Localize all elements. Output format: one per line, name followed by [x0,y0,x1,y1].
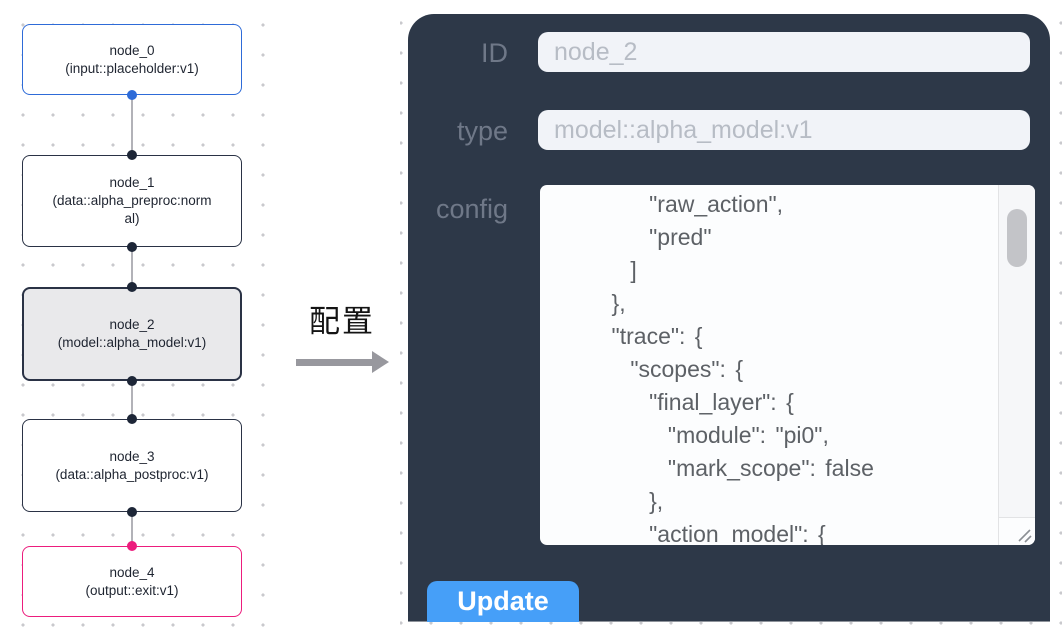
node-subtitle: (data::alpha_postproc:v1) [55,466,209,482]
node-3[interactable]: node_3 (data::alpha_postproc:v1) [22,419,242,512]
config-scrollbar-thumb[interactable] [1007,209,1027,267]
node-2-source-handle[interactable] [127,376,137,386]
config-json-text[interactable]: "raw_action", "pred" ] }, "trace": { "sc… [611,191,874,545]
config-textarea[interactable]: "raw_action", "pred" ] }, "trace": { "sc… [540,185,1035,545]
flow-canvas[interactable]: node_0 (input::placeholder:v1) node_1 (d… [0,0,268,643]
node-1[interactable]: node_1 (data::alpha_preproc:normal) [22,155,242,247]
panel-canvas: ID type config "raw_action", "pred" ] },… [400,0,1062,643]
node-3-label: node_3 (data::alpha_postproc:v1) [50,448,214,484]
node-subtitle: (model::alpha_model:v1) [57,335,207,350]
edge-node2-node3 [131,381,133,419]
node-0-label: node_0 (input::placeholder:v1) [50,42,214,78]
node-1-target-handle[interactable] [127,150,137,160]
node-4-label: node_4 (output::exit:v1) [50,564,214,600]
node-4[interactable]: node_4 (output::exit:v1) [22,546,242,617]
node-subtitle: (data::alpha_preproc:normal) [52,193,212,226]
node-2-label: node_2 (model::alpha_model:v1) [50,316,214,352]
id-field-label: ID [481,38,508,68]
transition-label: 配置 [309,304,375,339]
node-config-panel: ID type config "raw_action", "pred" ] },… [408,14,1050,622]
edge-node3-node4 [131,512,133,546]
right-arrow-icon [282,351,402,373]
edge-node1-node2 [131,247,133,287]
node-3-source-handle[interactable] [127,507,137,517]
node-4-target-handle[interactable] [127,541,137,551]
config-scrollbar[interactable] [998,185,1035,517]
node-title: node_4 [109,564,155,580]
edge-node0-node1 [131,95,133,155]
type-field-label: type [456,116,508,146]
update-button[interactable]: Update [427,581,579,622]
node-subtitle: (input::placeholder:v1) [65,60,199,76]
node-subtitle: (output::exit:v1) [85,582,179,598]
transition-annotation: 配置 [282,296,402,373]
resize-handle-icon[interactable] [998,517,1035,545]
node-1-source-handle[interactable] [127,242,137,252]
node-1-label: node_1 (data::alpha_preproc:normal) [50,174,214,228]
node-2[interactable]: node_2 (model::alpha_model:v1) [22,287,242,381]
node-title: node_1 [109,175,155,190]
node-3-target-handle[interactable] [127,414,137,424]
node-title: node_2 [109,317,155,332]
config-field-label: config [435,194,508,224]
node-0[interactable]: node_0 (input::placeholder:v1) [22,24,242,95]
id-input[interactable] [538,32,1030,72]
type-input[interactable] [538,110,1030,150]
node-title: node_0 [109,42,155,58]
node-2-target-handle[interactable] [127,282,137,292]
node-title: node_3 [109,448,155,464]
node-0-source-handle[interactable] [127,90,137,100]
